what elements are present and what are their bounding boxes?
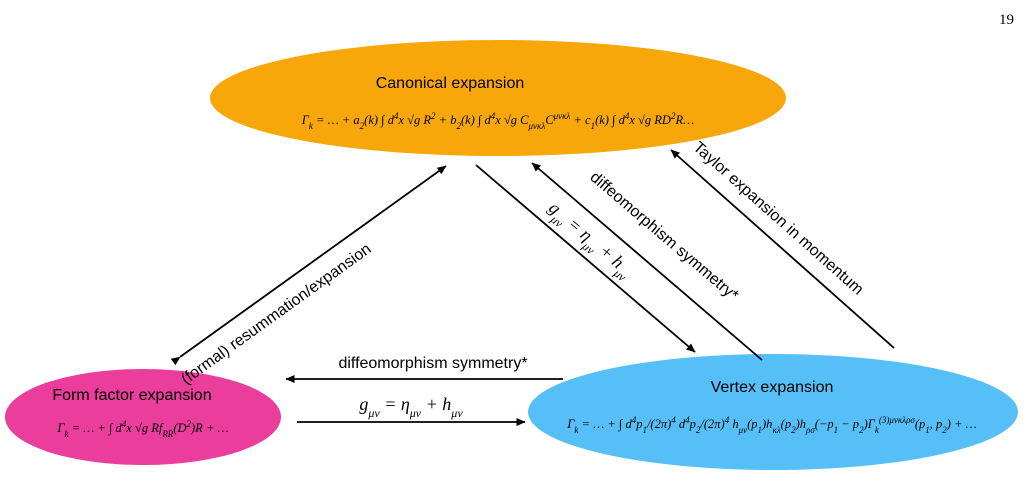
vertex-formula: Γk = … + ∫ d4p1/(2π)4 d4p2/(2π)4 hμν(p1)…: [566, 415, 976, 435]
edge-metric-horiz-label: gμν = ημν + hμν: [359, 394, 463, 420]
canonical-title: Canonical expansion: [376, 75, 525, 92]
vertex-ellipse: [528, 354, 1018, 470]
edge-diffeo-diag-arrow: [531, 162, 763, 361]
canonical-formula: Γk = … + a2(k) ∫ d4x √g R2 + b2(k) ∫ d4x…: [301, 111, 694, 131]
node-vertex: Vertex expansion Γk = … + ∫ d4p1/(2π)4 d…: [528, 354, 1018, 470]
form-factor-formula: Γk = … + ∫ d4x √g RfRR(D2)R + …: [56, 419, 228, 439]
form-factor-ellipse: [5, 369, 281, 465]
edge-resummation-arrow: [170, 165, 447, 366]
edge-taylor-arrow: [670, 149, 895, 349]
vertex-title: Vertex expansion: [711, 379, 834, 396]
node-form-factor: Form factor expansion Γk = … + ∫ d4x √g …: [5, 369, 281, 465]
canonical-ellipse: [210, 40, 786, 156]
node-canonical: Canonical expansion Γk = … + a2(k) ∫ d4x…: [210, 40, 786, 156]
edge-metric-diag-arrow: [475, 164, 696, 353]
edge-diffeo-horiz-label: diffeomorphism symmetry*: [338, 355, 527, 372]
page-number: 19: [999, 12, 1014, 28]
form-factor-title: Form factor expansion: [52, 387, 211, 404]
edge-diffeo-diag-label: diffeomorphism symmetry*: [587, 169, 742, 305]
